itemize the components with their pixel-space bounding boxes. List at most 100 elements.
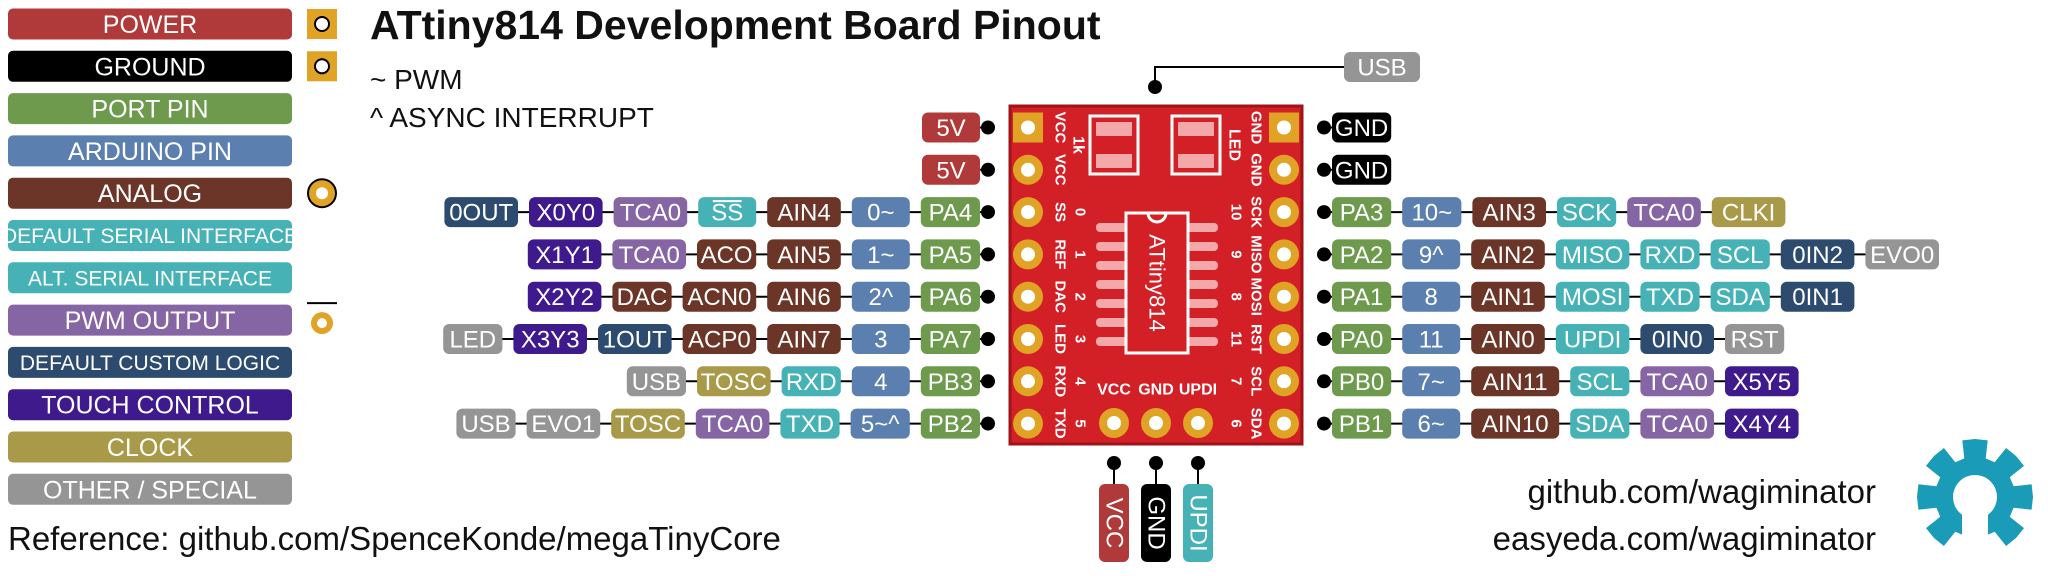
right-row-5-label-7: 0IN1	[1780, 281, 1855, 312]
chip-label: ATtiny814	[1145, 234, 1170, 331]
connector-dot	[981, 247, 995, 262]
pin-function-label: X4Y4	[1732, 411, 1791, 438]
github-link[interactable]: github.com/wagiminator	[1527, 473, 1877, 510]
left-row-8-label-5: TOSC	[611, 408, 685, 439]
pin-function-label: TOSC	[615, 411, 681, 438]
left-row-3-label-5: TCA0	[613, 197, 688, 228]
board-pad-left	[1013, 197, 1043, 228]
connector-dot	[981, 332, 995, 346]
pad-hole-icon	[316, 187, 328, 200]
pin-function-label: UPDI	[1185, 494, 1212, 551]
connector-dot	[1317, 289, 1331, 304]
right-row-7-label-3: AIN11	[1471, 366, 1560, 397]
chip-pin-left	[1096, 318, 1130, 327]
left-row-6-label-3: AIN7	[767, 324, 841, 354]
silkscreen-pin-number: 11	[1228, 331, 1245, 347]
connector-dot	[981, 416, 995, 431]
board-pad-right	[1269, 239, 1299, 270]
pin-function-label: 1~	[867, 242, 894, 269]
pin-function-label: TXD	[786, 411, 834, 438]
right-row-4-label-2: 9^	[1402, 239, 1461, 270]
pin-function-label: AIN1	[1481, 284, 1534, 311]
pin-function-label: ACN0	[687, 284, 751, 311]
pin-function-label: SCL	[1717, 242, 1764, 269]
left-row-3-label-3: AIN4	[767, 197, 841, 228]
right-row-8-label-1: PB1	[1332, 408, 1392, 439]
left-row-3-label-7: 0OUT	[444, 197, 518, 228]
left-row-6-label-2: 3	[851, 324, 910, 354]
pin-function-label: RXD	[786, 369, 837, 396]
right-row-4-label-1: PA2	[1332, 239, 1392, 270]
right-row-7-label-2: 7~	[1402, 366, 1461, 397]
board-pad-right	[1269, 366, 1299, 397]
pin-function-label: EVO1	[531, 411, 595, 438]
pin-function-label: VCC	[1101, 498, 1128, 549]
right-row-6-label-4: UPDI	[1555, 324, 1630, 354]
left-row-6-label-6: X3Y3	[513, 324, 587, 354]
right-row-3-label-1: PA3	[1332, 197, 1392, 228]
left-row-7-label-3: RXD	[781, 366, 841, 397]
silkscreen-pin-number: 3	[1072, 335, 1089, 343]
silkscreen-pin-name: GND	[1138, 382, 1174, 399]
silkscreen-pin-number: 8	[1228, 293, 1245, 301]
right-row-6-label-6: RST	[1725, 324, 1785, 354]
pin-function-label: 0IN1	[1792, 284, 1843, 311]
chip-pin-right	[1184, 261, 1218, 270]
pin-function-label: 5V	[936, 115, 965, 142]
pin-function-label: TCA0	[1647, 411, 1708, 438]
pin-function-label: USB	[1357, 55, 1406, 82]
pin-function-label: 7~	[1418, 369, 1445, 396]
pin-function-label: SCL	[1576, 369, 1623, 396]
legend-label: DEFAULT CUSTOM LOGIC	[20, 352, 280, 375]
board-pad-left	[1013, 281, 1043, 312]
right-row-4-label-3: AIN2	[1471, 239, 1545, 270]
right-row-3-label-6: CLKI	[1711, 197, 1786, 228]
chip-pin-right	[1184, 318, 1218, 327]
pin-function-label: ACP0	[688, 327, 751, 354]
left-row-3-label-1: PA4	[920, 197, 980, 228]
right-row-8-label-2: 6~	[1402, 408, 1461, 439]
board-pad-bottom	[1183, 408, 1213, 438]
left-row-4-label-1: PA5	[920, 239, 980, 270]
silkscreen-pin-number: 4	[1072, 377, 1089, 386]
pin-function-label: 1OUT	[603, 327, 667, 354]
board-pad-right	[1269, 281, 1299, 312]
led-component	[1170, 114, 1222, 176]
left-row-5-label-3: AIN6	[767, 281, 841, 312]
pin-function-label: AIN4	[777, 200, 830, 227]
pad-hole-icon	[314, 16, 330, 32]
silkscreen-pin-name: SDA	[1248, 408, 1265, 440]
chip-notch	[1146, 212, 1168, 224]
silkscreen-pin-name: UPDI	[1179, 382, 1217, 399]
pin-function-label: TXD	[1646, 284, 1694, 311]
connector-dot	[1317, 374, 1331, 389]
easyeda-link[interactable]: easyeda.com/wagiminator	[1492, 520, 1876, 557]
connector-dot	[1317, 247, 1331, 262]
left-row-7-label-4: TOSC	[697, 366, 771, 397]
pin-function-label: PA0	[1340, 327, 1384, 354]
silkscreen-pin-name: VCC	[1052, 112, 1069, 144]
chip-pin-right	[1184, 280, 1218, 289]
chip-pin-left	[1096, 337, 1130, 346]
left-row-6-label-5: 1OUT	[598, 324, 672, 354]
right-row-6-label-2: 11	[1402, 324, 1461, 354]
bottom-pin-label-gnd: GND	[1141, 484, 1171, 562]
right-row-7-label-4: SCL	[1570, 366, 1630, 397]
right-row-8-label-4: SDA	[1570, 408, 1630, 439]
resistor-1k	[1088, 114, 1140, 176]
connector-dot	[1317, 162, 1331, 177]
pin-function-label: X3Y3	[521, 327, 580, 354]
pin-function-label: MISO	[1562, 242, 1623, 269]
pin-function-label: PB0	[1339, 369, 1384, 396]
legend-item-port: PORT PIN	[8, 93, 292, 125]
right-row-4-label-8: EVO0	[1865, 239, 1939, 270]
silkscreen-pin-number: 9	[1228, 250, 1245, 258]
board-pad-right	[1269, 408, 1299, 439]
legend-item-arduino: ARDUINO PIN	[8, 135, 292, 167]
left-row-6-label-7: LED	[443, 324, 503, 354]
silkscreen-pin-number: 6	[1228, 419, 1245, 427]
pin-function-label: MOSI	[1562, 284, 1623, 311]
gear-slot	[1962, 507, 1988, 557]
pin-function-label: RXD	[1645, 242, 1696, 269]
